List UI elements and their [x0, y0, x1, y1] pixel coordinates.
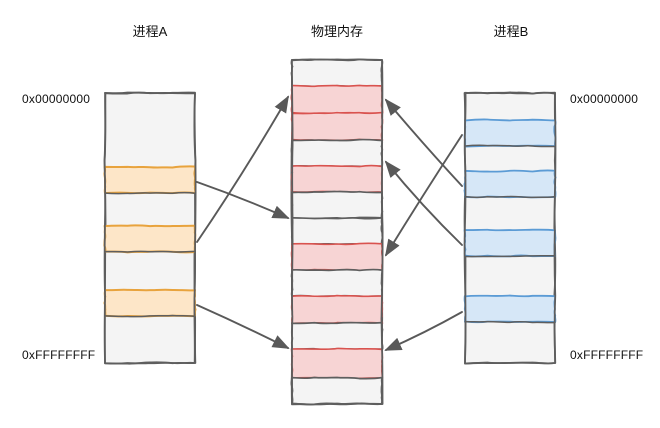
- p-cell-5: [290, 164, 384, 194]
- b-seg-9: [464, 320, 556, 324]
- p-cell-6: [290, 190, 384, 220]
- b-seg-6: [463, 228, 557, 258]
- b-seg-4: [463, 169, 557, 199]
- process-b-column: [463, 91, 557, 365]
- process-b-addr-top: 0x00000000: [570, 92, 639, 106]
- process-a-column: [103, 91, 197, 365]
- arrow-b4-to-phys: [384, 311, 463, 351]
- p-cell-1: [290, 58, 384, 88]
- arrow-a2-to-phys: [196, 95, 289, 243]
- arrow-b1-to-phys: [385, 134, 463, 257]
- physical-memory-title: 物理内存: [310, 24, 363, 39]
- p-cell-10: [290, 294, 384, 325]
- b-seg-8: [463, 294, 557, 324]
- p-cell-9: [290, 268, 384, 298]
- process-a-addr-top: 0x00000000: [22, 92, 91, 106]
- p-cell-14: [290, 376, 383, 406]
- arrow-b2-to-phys: [384, 98, 463, 187]
- a-seg-4: [103, 224, 197, 254]
- arrow-a3-to-phys: [196, 304, 290, 349]
- p-cell-11: [290, 321, 384, 351]
- b-seg-3: [464, 144, 556, 148]
- physical-memory-column: [290, 58, 384, 406]
- b-seg-2: [463, 118, 557, 148]
- a-seg-3: [104, 191, 196, 195]
- p-cell-8: [290, 242, 384, 272]
- a-seg-6: [103, 288, 197, 318]
- p-cell-13: [290, 347, 384, 380]
- b-seg-7: [464, 254, 556, 258]
- arrows-layer: [196, 95, 463, 351]
- process-b-title: 进程B: [493, 24, 529, 39]
- p-cell-2: [290, 84, 384, 115]
- p-cell-4: [290, 138, 384, 168]
- b-seg-5: [464, 195, 556, 199]
- arrow-b3-to-phys: [384, 160, 463, 246]
- a-seg-7: [104, 314, 196, 318]
- p-cell-3: [290, 111, 384, 142]
- process-b-addr-bottom: 0xFFFFFFFF: [570, 348, 644, 362]
- a-seg-2: [103, 165, 197, 195]
- p-cell-7: [290, 216, 384, 246]
- a-seg-5: [104, 250, 196, 253]
- process-a-addr-bottom: 0xFFFFFFFF: [22, 348, 96, 362]
- arrow-a1-to-phys: [196, 181, 290, 219]
- columns-layer: [103, 58, 557, 406]
- process-a-title: 进程A: [132, 24, 168, 39]
